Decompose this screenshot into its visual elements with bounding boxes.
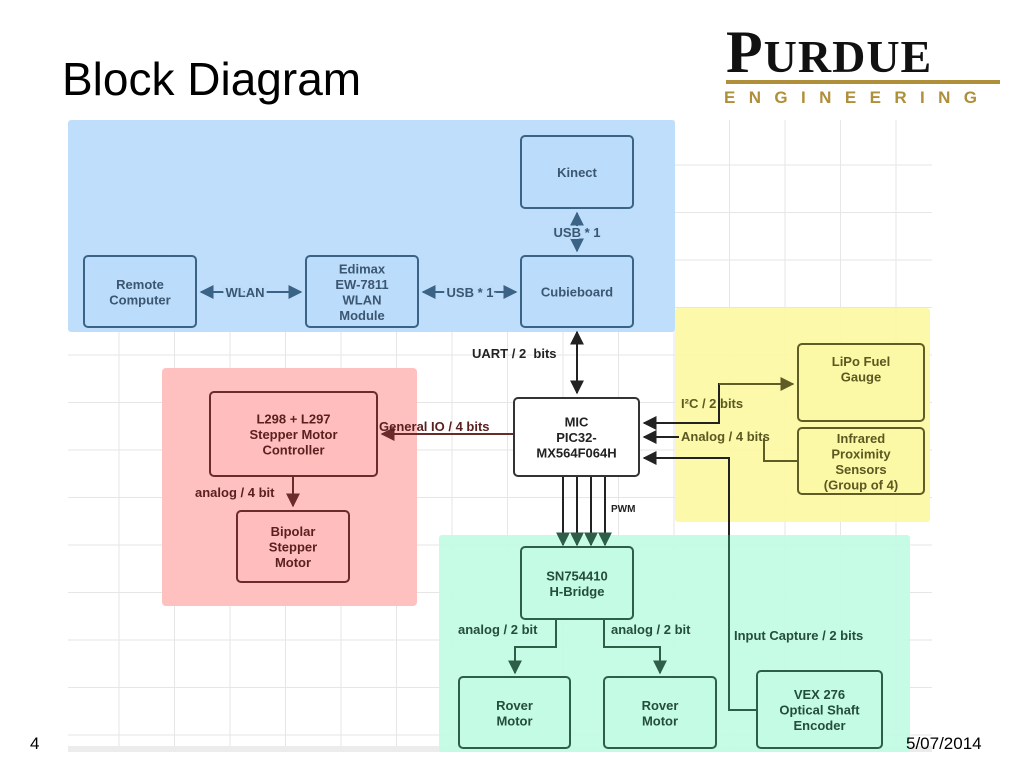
block-label-line: Stepper Motor [249, 427, 337, 442]
slide-title: Block Diagram [62, 53, 362, 105]
label-analog-4bits: Analog / 4 bits [681, 429, 770, 444]
block-label-line: Optical Shaft [779, 703, 860, 718]
block-kinect: Kinect [520, 135, 634, 209]
block-label-line: Computer [109, 292, 170, 307]
block-label-line: Infrared [837, 431, 885, 446]
blocks: KinectCubieboardEdimaxEW-7811WLANModuleR… [83, 135, 925, 749]
logo-rule [726, 80, 1000, 84]
block-label-line: Rover [642, 698, 679, 713]
block-label-line: MX564F064H [536, 446, 616, 461]
label-input-capture: Input Capture / 2 bits [734, 628, 863, 643]
block-label-line: Edimax [339, 261, 386, 276]
block-cubieboard: Cubieboard [520, 255, 634, 328]
block-label-line: Kinect [557, 165, 597, 180]
block-label-line: Sensors [835, 462, 886, 477]
block-label-line: Motor [275, 555, 311, 570]
block-box [83, 255, 197, 328]
label-uart: UART / 2 bits [472, 346, 557, 361]
block-label-line: Stepper [269, 540, 317, 555]
block-label-line: VEX 276 [794, 687, 845, 702]
block-label-line: Cubieboard [541, 285, 613, 300]
block-label-line: MIC [565, 415, 589, 430]
block-box [520, 135, 634, 209]
block-box [756, 670, 883, 749]
block-label-line: WLAN [343, 292, 382, 307]
connector-hbridge-left-motor [508, 619, 557, 675]
block-label-line: EW-7811 [335, 277, 388, 292]
block-label-line: Encoder [793, 718, 845, 733]
logo-subtitle: ENGINEERING [724, 88, 991, 107]
slide-date: 5/07/2014 [906, 734, 982, 753]
logo-initial: P [726, 19, 764, 85]
connector-hbridge-right-motor [603, 619, 667, 675]
block-box [520, 546, 634, 620]
block-label-line: PIC32- [556, 430, 596, 445]
connector-ir-line [763, 438, 798, 462]
logo-wordmark: PURDUE [726, 18, 932, 87]
block-box [520, 255, 634, 328]
block-label-line: Motor [642, 713, 678, 728]
label-pwm: PWM [611, 504, 635, 515]
block-label-line: Motor [496, 713, 532, 728]
purdue-engineering-logo: PURDUE ENGINEERING [722, 18, 1000, 108]
block-box [209, 391, 378, 477]
block-box [603, 676, 717, 749]
slide-number: 4 [30, 734, 40, 753]
label-wlan: WLAN [226, 285, 265, 300]
block-label-line: Rover [496, 698, 533, 713]
connector-encoder-line [728, 535, 757, 711]
block-label-line: Proximity [831, 446, 891, 461]
block-box [458, 676, 571, 749]
label-general-io: General IO / 4 bits [379, 419, 490, 434]
block-box [305, 255, 419, 328]
label-analog-2bit-left: analog / 2 bit [458, 622, 538, 637]
label-kinect-usb: USB * 1 [554, 225, 601, 240]
logo-rest: URDUE [763, 31, 933, 82]
block-label-line: (Group of 4) [824, 477, 898, 492]
block-label-line: LiPo Fuel [832, 354, 891, 369]
block-label-line: Bipolar [271, 524, 316, 539]
block-label-line: L298 + L297 [256, 412, 330, 427]
connector-pwm-bus [556, 476, 612, 547]
block-box [236, 510, 350, 583]
block-label-line: H-Bridge [550, 584, 605, 599]
block-label-line: Remote [116, 277, 164, 292]
label-analog-2bit-right: analog / 2 bit [611, 622, 691, 637]
label-analog-4bit: analog / 4 bit [195, 485, 275, 500]
block-label-line: Module [339, 308, 385, 323]
label-edimax-usb: USB * 1 [447, 285, 494, 300]
block-box [797, 427, 925, 495]
block-box [797, 343, 925, 422]
label-i2c: I²C / 2 bits [681, 396, 743, 411]
block-label-line: SN754410 [546, 568, 607, 583]
block-box [513, 397, 640, 477]
block-label-line: Gauge [841, 369, 881, 384]
block-label-line: Controller [262, 443, 324, 458]
